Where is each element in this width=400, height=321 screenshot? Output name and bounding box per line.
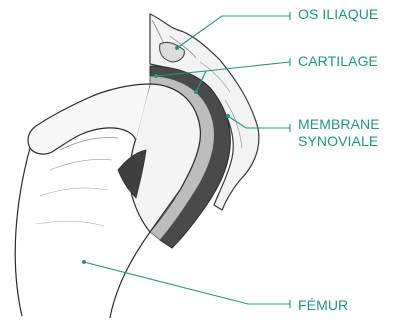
label-femur: FÉMUR [298,297,348,314]
label-cartilage: CARTILAGE [298,53,378,70]
label-membrane-line1: MEMBRANE [298,116,380,133]
femur-bone [15,84,200,318]
label-membrane-line2: SYNOVIALE [298,133,378,150]
label-os-iliaque: OS ILIAQUE [298,6,378,23]
